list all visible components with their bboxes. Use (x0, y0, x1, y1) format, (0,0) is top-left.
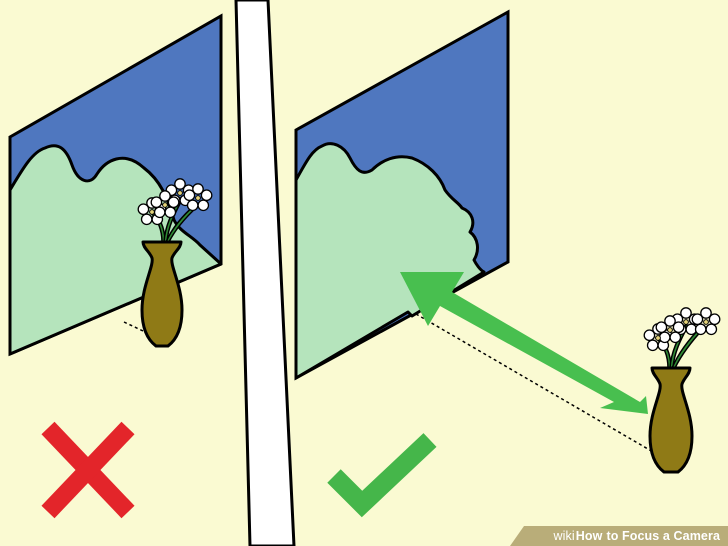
watermark-wiki: wiki (553, 529, 575, 543)
watermark-title: to Focus a Camera (606, 529, 720, 543)
watermark-how: How (575, 529, 603, 543)
focus-distance-arrow (400, 272, 648, 414)
right-flower-vase (643, 307, 721, 474)
red-x-icon (41, 421, 135, 519)
left-panel (8, 13, 223, 519)
right-panel (294, 9, 721, 518)
panel-divider (234, 0, 296, 546)
green-checkmark-icon (327, 433, 437, 518)
left-flower-vase (137, 178, 213, 348)
